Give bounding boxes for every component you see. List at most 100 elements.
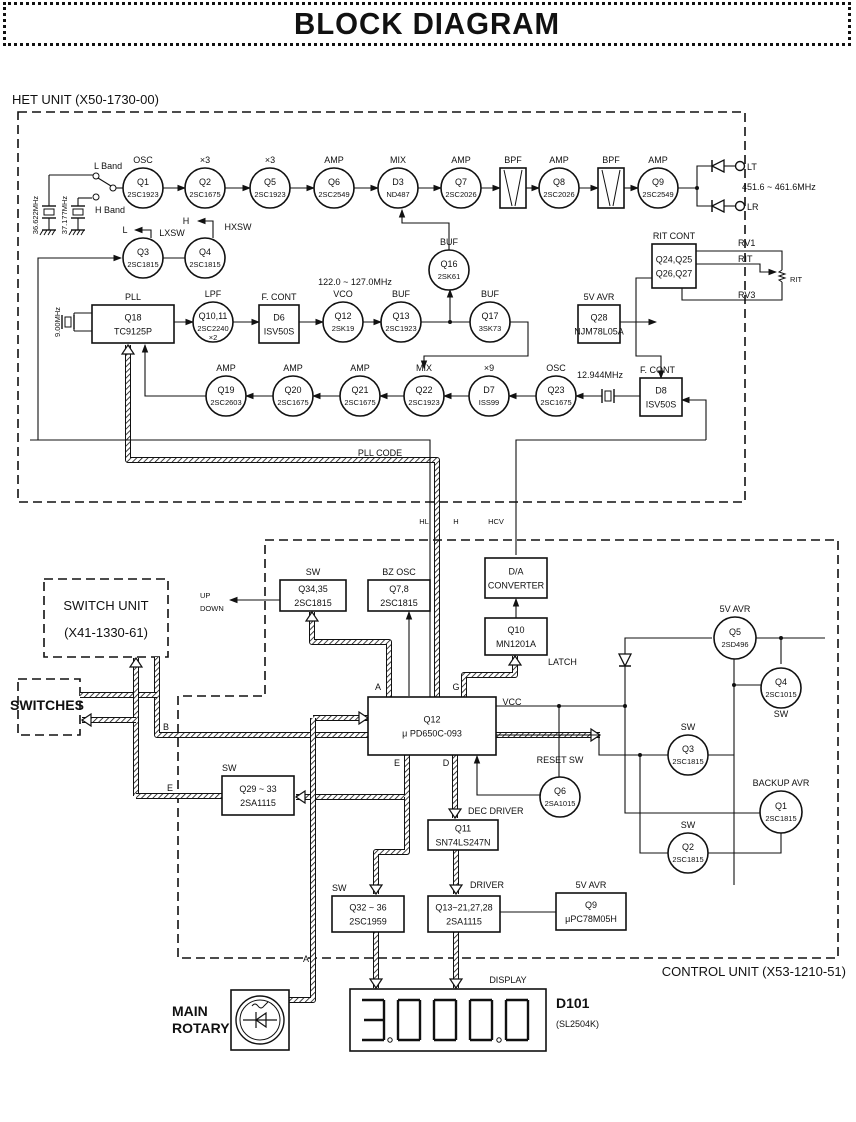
bus-a-in-arrowhead: [358, 710, 370, 726]
h-out-label: H: [183, 216, 190, 226]
control-unit-boundary: [177, 539, 839, 959]
function-label: ×9: [484, 363, 494, 373]
function-label: RIT CONT: [653, 231, 696, 241]
bus-g-arrowhead: [507, 654, 523, 666]
bus-arrow-icon: [128, 656, 144, 668]
crystal-icon: [604, 390, 612, 402]
part-ref: Q9: [652, 177, 664, 187]
transistor-symbol: [272, 375, 314, 417]
function-label: SW: [332, 883, 347, 893]
port-d-label: D: [443, 758, 450, 768]
block-outline: [367, 696, 497, 756]
function-label: BUF: [481, 289, 500, 299]
block-text: Q28: [590, 313, 607, 323]
function-label: F. CONT: [640, 365, 676, 375]
display-digit: [362, 998, 386, 1042]
transistor-symbol: [313, 167, 355, 209]
part-number: 2SK19: [332, 324, 355, 333]
switch-unit-in-arrowhead: [128, 656, 144, 668]
transistor-symbol: [713, 616, 757, 660]
block-text: 2SC1815: [380, 598, 418, 608]
block-text: Q24,Q25: [656, 255, 693, 265]
part-number: 2SC1815: [672, 757, 703, 766]
function-label: PLL: [125, 292, 141, 302]
bus-arrow-icon: [358, 710, 370, 726]
bus-arrow-icon: [448, 978, 464, 990]
block-text: Q13~21,27,28: [435, 903, 492, 913]
block-outline: [651, 243, 697, 289]
part-number: 2SC2549: [318, 190, 349, 199]
bus-arrow-icon: [80, 712, 92, 728]
driver-label: DRIVER: [470, 880, 505, 890]
main-rotary-label-2: ROTARY: [172, 1020, 230, 1036]
q4-h-out: [196, 217, 214, 238]
function-label: SW: [681, 820, 696, 830]
pll-code-bus: [126, 345, 439, 500]
switches-title: SWITCHES: [10, 697, 84, 713]
h-label: H: [453, 517, 458, 526]
rv3-label: RV3: [738, 290, 755, 300]
function-label: SW: [306, 567, 321, 577]
block-outline: [331, 895, 405, 933]
display-digit: [504, 998, 530, 1042]
lr-wire: [696, 188, 712, 207]
function-label: MIX: [390, 155, 406, 165]
function-label: BZ OSC: [382, 567, 416, 577]
block-outline: [427, 895, 501, 933]
part-ref: Q22: [415, 385, 432, 395]
up-label: UP: [200, 591, 210, 600]
bus-d-arrowhead: [447, 808, 463, 820]
part-extra: ×2: [209, 333, 218, 342]
block-text: Q34,35: [298, 584, 328, 594]
transistor-symbol: [637, 167, 679, 209]
part-ref: Q2: [682, 842, 694, 852]
loop-to-pll: [141, 343, 206, 397]
crystal-9mhz: [61, 315, 75, 329]
function-label: LPF: [205, 289, 222, 299]
latch-label: LATCH: [548, 657, 577, 667]
transistor-symbol: [539, 776, 581, 818]
bus-e-arrowhead: [294, 789, 306, 805]
hxsw-label: HXSW: [225, 222, 253, 232]
function-label: AMP: [451, 155, 471, 165]
rit-pot-label: RIT: [790, 275, 803, 284]
block-text: Q26,Q27: [656, 269, 693, 279]
function-label: BPF: [602, 155, 620, 165]
components: HET UNIT (X50-1730-00)Q12SC1923OSCQ22SC1…: [10, 92, 846, 1052]
rotary-ring: [239, 999, 281, 1041]
main-rotary-encoder: [230, 989, 290, 1051]
part-number: 2SC1923: [127, 190, 158, 199]
transistor-symbol: [339, 375, 381, 417]
block-text: NJM78L05A: [574, 327, 624, 337]
function-label: AMP: [216, 363, 236, 373]
display-digit: [468, 998, 494, 1042]
ground-hatch: [76, 229, 81, 236]
rv1-wire: [696, 250, 783, 270]
block-text: Q18: [124, 313, 141, 323]
ground-hatch: [68, 229, 73, 236]
block-text: D/A: [508, 567, 523, 577]
transistor-symbol: [192, 301, 234, 343]
block-text: SN74LS247N: [435, 838, 490, 848]
rit-label: RIT: [738, 254, 753, 264]
down-label: DOWN: [200, 604, 224, 613]
block-text: 2SA1115: [240, 798, 276, 808]
block-text: 2SC1815: [294, 598, 332, 608]
block-outline: [221, 775, 295, 816]
crystal-icon: [43, 208, 55, 216]
part-ref: Q1: [775, 801, 787, 811]
het-unit-boundary: [17, 111, 746, 503]
